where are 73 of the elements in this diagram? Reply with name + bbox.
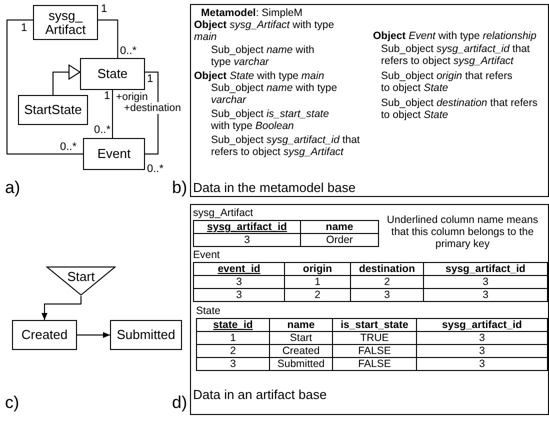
association-line [6,20,84,154]
arrow [42,296,82,320]
table-value: Created [270,344,332,358]
definition-text: Sub_object sysg_artifact_id that refers to object sysg_Artifact [211,134,361,158]
association-line [98,20,118,58]
definition-text: Metamodel: SimpleM [201,7,304,19]
column-header: sysg_artifact_id [416,318,548,332]
column-header: event_id [194,262,284,276]
start-triangle: Start [46,266,116,296]
column-header: sysg_artifact_id [424,262,548,276]
column-header: sysg_artifact_id [194,220,300,234]
table-value: 3 [194,276,284,288]
panel-caption: Data in the metamodel base [193,180,357,195]
multiplicity: 1 [147,73,154,85]
generalization-arrow [52,64,80,96]
table-value: 2 [196,344,270,358]
multiplicity: 1 [21,22,28,34]
multiplicity: 0..* [120,45,137,57]
table-title: sysg_Artifact [193,207,254,219]
class-box: Event [83,138,145,170]
table-value: Order [300,234,378,246]
text-panel [190,4,549,197]
table-value: 3 [416,358,548,370]
panel-letter: d) [172,393,188,413]
panel-letter: b) [172,178,188,198]
multiplicity: 0..* [60,141,77,153]
table-title: State [196,305,221,317]
text-panel [190,204,549,415]
column-header: name [300,220,378,234]
table-value: 2 [284,288,350,302]
table-value: 2 [350,276,424,288]
table-value: 3 [424,288,548,302]
column-header: state_id [196,318,270,332]
role-label: +origin [116,91,148,103]
panel-letter: a) [5,178,20,198]
table-value: 3 [196,358,270,370]
column-header: is_start_state [332,318,416,332]
column-header: name [270,318,332,332]
definition-text: Sub_object destination that refers to object State [381,97,538,121]
class-box: sysg_ Artifact [33,5,98,40]
table-value: 1 [284,276,350,288]
table-value: FALSE [332,344,416,358]
state-box: Submitted [110,320,182,350]
multiplicity: 1 [101,3,108,15]
table-value: 3 [416,344,548,358]
class-box: State [80,58,145,90]
table-title: Event [193,249,220,261]
column-header: origin [284,262,350,276]
role-label: +destination [124,102,181,114]
table-value: Start [270,332,332,344]
panel-letter: c) [5,393,20,413]
association-line [112,90,113,138]
class-box: StartState [18,95,88,125]
definition-text: Object Event with type relationship [373,30,538,42]
arrow [76,332,110,338]
table-value: FALSE [332,358,416,370]
table-value: 3 [350,288,424,302]
multiplicity: 0..* [147,163,164,175]
table-value: 3 [194,234,300,246]
multiplicity: 1 [104,90,110,102]
multiplicity: 0..* [94,124,111,136]
state-box: Created [12,320,77,350]
panel-caption: Data in an artifact base [193,387,328,402]
note-text: Underlined column name means that this column belongs to the primary key [386,214,540,250]
table-value: 3 [194,288,284,302]
definition-text: Object State with type main [194,70,326,82]
table-value: 1 [196,332,270,344]
table-value: Submitted [270,358,332,370]
column-header: destination [350,262,424,276]
table-value: TRUE [332,332,416,344]
table-value: 3 [424,276,548,288]
association-line [144,72,158,154]
table-value: 3 [416,332,548,344]
